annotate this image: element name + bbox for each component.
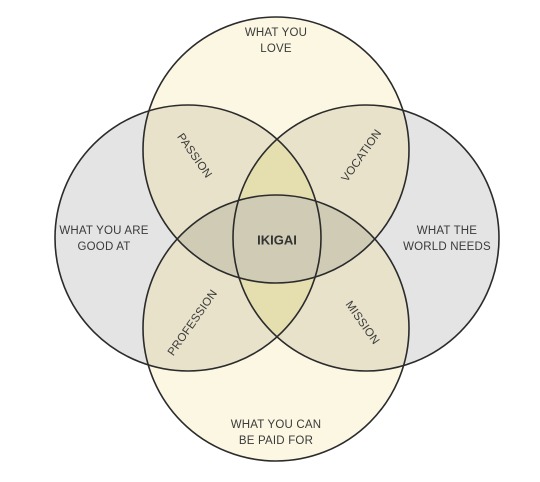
label-what-you-love-line2: LOVE: [260, 43, 292, 55]
circle-good-at-outline: [54, 104, 322, 372]
overlap-vertical-lens-fill: [143, 195, 409, 283]
circle-paid-for-outline: [142, 194, 410, 462]
circle-love-outline: [142, 16, 410, 284]
label-what-you-are-good-at-line1: WHAT YOU ARE: [59, 225, 148, 237]
overlap-center-band-fill: [233, 105, 321, 371]
label-ikigai: IKIGAI: [257, 232, 297, 247]
circle-world-needs-outline: [232, 104, 500, 372]
label-what-you-are-good-at-line2: GOOD AT: [78, 241, 131, 253]
label-what-you-love-line1: WHAT YOU: [245, 27, 307, 39]
label-what-you-can-be-paid-for-line2: BE PAID FOR: [239, 435, 313, 447]
label-what-the-world-needs-line2: WORLD NEEDS: [403, 241, 491, 253]
label-what-you-can-be-paid-for-line1: WHAT YOU CAN: [231, 419, 322, 431]
label-what-the-world-needs-line1: WHAT THE: [417, 225, 478, 237]
